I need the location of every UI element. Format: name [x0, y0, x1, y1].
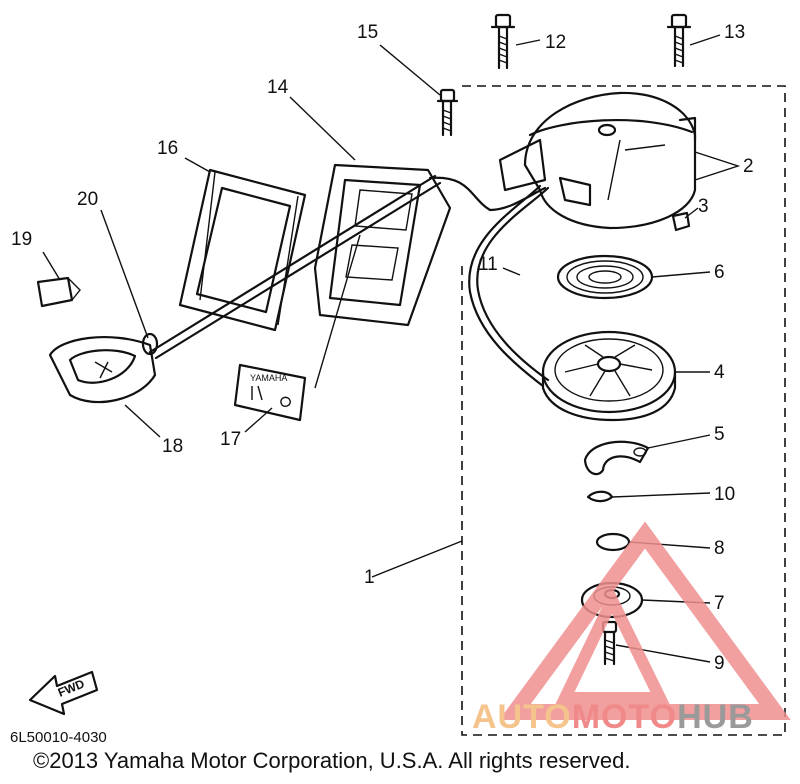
callout-3: 3 — [698, 196, 709, 217]
watermark-text: AUTOMOTOHUB — [472, 698, 754, 737]
callout-17: 17 — [220, 429, 241, 450]
part-19-cap — [36, 276, 81, 308]
part-6-spring — [556, 254, 654, 300]
part-8-circlip — [595, 532, 631, 552]
callout-14: 14 — [267, 77, 289, 98]
watermark-text-part-2: MOTO — [571, 698, 678, 736]
part-10-return-spring — [586, 490, 614, 503]
callout-12: 12 — [545, 32, 566, 53]
watermark-logo-icon — [499, 521, 791, 720]
callout-numbers: 1 2 3 4 5 6 7 8 9 10 11 12 13 14 15 16 1… — [11, 22, 754, 674]
callout-16: 16 — [157, 138, 178, 159]
part-2-starter-case — [498, 91, 697, 230]
part-code: 6L50010-4030 — [10, 729, 107, 746]
callout-1: 1 — [364, 567, 375, 588]
part-5-drive-pawl — [583, 440, 650, 476]
part-14-grommet — [313, 163, 452, 327]
callout-10: 10 — [714, 484, 735, 505]
part-16-seal — [178, 168, 307, 332]
callout-20: 20 — [77, 189, 98, 210]
part-20-cable-rod — [141, 174, 442, 360]
watermark-text-part-3: HUB — [677, 698, 754, 736]
part-17-decal: YAMAHA — [233, 363, 307, 422]
callout-7: 7 — [714, 593, 725, 614]
fwd-arrow-icon: FWD — [28, 670, 99, 716]
leader-lines — [42, 34, 741, 663]
callout-2: 2 — [743, 156, 754, 177]
part-13-bolt — [666, 13, 692, 68]
callout-15: 15 — [357, 22, 378, 43]
decal-text: YAMAHA — [250, 373, 287, 383]
part-3-nut — [671, 211, 691, 232]
callout-5: 5 — [714, 424, 725, 445]
part-18-knob — [48, 335, 157, 404]
callout-11: 11 — [478, 254, 498, 275]
callout-8: 8 — [714, 538, 725, 559]
callout-4: 4 — [714, 362, 725, 383]
callout-9: 9 — [714, 653, 725, 674]
callout-6: 6 — [714, 262, 725, 283]
assembly-boundary — [461, 85, 786, 736]
copyright-notice: ©2013 Yamaha Motor Corporation, U.S.A. A… — [33, 748, 631, 773]
part-15-bolt — [436, 88, 459, 137]
callout-19: 19 — [11, 229, 32, 250]
part-11-cable — [428, 176, 550, 388]
callout-18: 18 — [162, 436, 183, 457]
part-12-bolt — [490, 13, 516, 70]
watermark-text-part-1: AUTO — [472, 698, 572, 736]
callout-13: 13 — [724, 22, 745, 43]
part-4-sheave-drum — [541, 330, 677, 422]
